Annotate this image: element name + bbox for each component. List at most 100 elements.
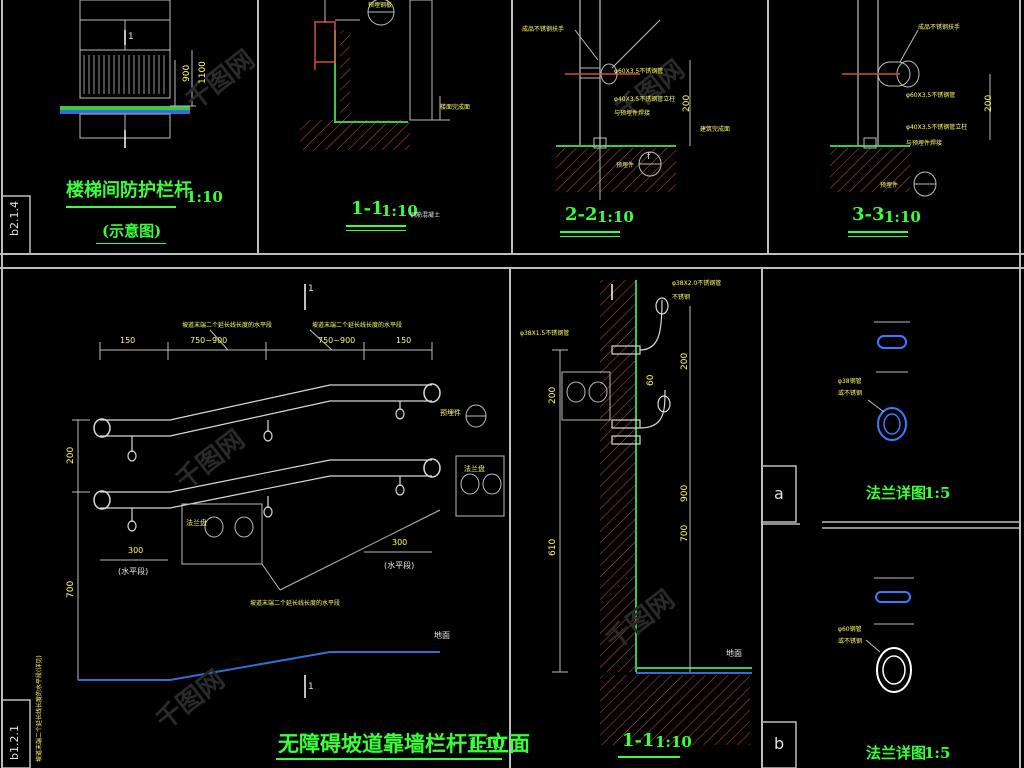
label-sec-note3: φ38X1.5不锈钢管 <box>520 330 570 337</box>
flange-divider <box>762 521 1020 529</box>
label-sec-note2: 不锈钢 <box>672 294 691 301</box>
dim-s22-200: 200 <box>682 94 692 112</box>
title-sec11-bottom-scale: 1:10 <box>655 733 692 751</box>
callout-a-box <box>761 465 797 523</box>
cut-mark-bottom: 1 <box>308 682 314 692</box>
title-sec33-scale: 1:10 <box>884 208 921 226</box>
sheet-code-top: b2.1.4 <box>8 201 21 236</box>
label-s11-note: 钢筋混凝土 <box>410 212 441 219</box>
callout-b-box <box>761 721 797 768</box>
title-underline <box>346 225 406 227</box>
title-underline <box>560 231 620 233</box>
title-underline <box>346 230 406 231</box>
label-s11-top-note: 预埋钢板 <box>368 2 393 9</box>
section-1-1-top-drawing <box>300 0 450 150</box>
title-stair-guard-scale: 1:10 <box>186 188 223 206</box>
cut-mark-s11: 1 <box>128 32 134 42</box>
title-underline <box>560 236 620 237</box>
label-s22-emb: 预埋件 <box>616 162 635 169</box>
dim-900: 900 <box>182 64 192 82</box>
label-ramp-note-b: 坡道末端二个延长线长度的水平段 <box>312 322 403 329</box>
label-flange-a-note2: 或不锈钢 <box>838 390 863 397</box>
flange-a-drawing <box>867 321 910 441</box>
dim-horiz-left: (水平段) <box>118 567 149 576</box>
title-underline <box>66 206 176 208</box>
label-s33-note2: φ40X3.5不锈钢管立柱 <box>906 124 968 131</box>
label-s22-floor: 建筑完成面 <box>700 126 731 133</box>
label-sec-note1: φ38X2.0不锈钢管 <box>672 280 722 287</box>
dim-200: 200 <box>66 446 76 464</box>
title-flange-b-scale: 1:5 <box>924 744 951 762</box>
section-2-2-drawing <box>556 0 691 200</box>
label-bottom-note: 坡道末端二个延长线长度的水平段(详见) <box>36 655 43 762</box>
title-sec11-bottom: 1-1 <box>622 730 655 751</box>
title-ramp-elevation: 无障碍坡道靠墙栏杆正立面 <box>278 731 530 756</box>
label-s22-note3: 与预埋件焊接 <box>614 110 651 117</box>
label-s33-top: 成品不锈钢扶手 <box>918 24 961 31</box>
label-s33-emb: 预埋件 <box>880 182 899 189</box>
title-underline <box>96 243 166 244</box>
title-flange-a-scale: 1:5 <box>924 484 951 502</box>
section-3-3-drawing <box>830 0 991 197</box>
dim-s33-200: 200 <box>984 94 994 112</box>
label-flange-a-note1: φ38钢管 <box>838 378 862 385</box>
label-flange-b-note1: φ60钢管 <box>838 626 862 633</box>
dim-sec-60: 60 <box>646 374 656 386</box>
label-floor: 地面 <box>434 631 450 640</box>
label-s22-note2: φ40X3.5不锈钢管立柱 <box>614 96 676 103</box>
cut-mark-top: 1 <box>308 284 314 294</box>
dim-750-900-a: 750~900 <box>190 336 228 345</box>
dim-sec-900: 900 <box>680 484 690 502</box>
title-underline <box>848 231 908 233</box>
dim-horiz-right: (水平段) <box>384 561 415 570</box>
label-ramp-note-a: 坡道末端二个延长线长度的水平段 <box>182 322 273 329</box>
title-sec22: 2-2 <box>565 204 598 225</box>
callout-f-label: f <box>647 152 651 162</box>
stair-guard-drawing <box>60 0 196 148</box>
title-sec11-top-scale: 1:10 <box>381 202 418 220</box>
title-underline <box>276 758 502 760</box>
label-flange: 法兰盘 <box>186 519 207 527</box>
title-stair-guard: 楼梯间防护栏杆 <box>66 180 192 201</box>
callout-b-label: b <box>774 734 785 753</box>
dim-750-900-b: 750~900 <box>318 336 356 345</box>
dim-300-left: 300 <box>128 546 144 555</box>
label-s22-top: 成品不锈钢扶手 <box>522 26 565 33</box>
label-flange-2: 法兰盘 <box>464 465 485 473</box>
label-bracket: 预埋件 <box>440 409 461 417</box>
sheet-code-bottom: b1.2.1 <box>8 725 21 760</box>
label-s33-note3: 与预埋件焊接 <box>906 140 943 147</box>
dim-1100: 1100 <box>198 61 208 84</box>
dim-sec-610: 610 <box>548 538 558 556</box>
dim-sec-200b: 200 <box>680 352 690 370</box>
title-flange-b: 法兰详图 <box>866 744 927 762</box>
sheet-code-box-top <box>1 195 31 255</box>
title-ramp-elevation-scale: 1:10 <box>468 734 505 752</box>
label-s22-note1: φ60X3.5不锈钢管 <box>614 68 664 75</box>
dim-300-right: 300 <box>392 538 408 547</box>
sheet-code-box-bottom <box>1 699 31 768</box>
title-underline <box>848 236 908 237</box>
label-ramp-note-bottom: 坡道末端二个延长线长度的水平段 <box>250 600 341 607</box>
title-stair-guard-sub: (示意图) <box>102 222 162 240</box>
title-sec22-scale: 1:10 <box>597 208 634 226</box>
dim-sec-200: 200 <box>548 386 558 404</box>
title-underline <box>618 756 680 758</box>
ramp-elevation-drawing <box>72 284 505 698</box>
label-s33-note1: φ60X3.5不锈钢管 <box>906 92 956 99</box>
label-s11-floor: 楼面完成面 <box>440 104 471 111</box>
title-sec11-top: 1-1 <box>351 198 384 219</box>
label-flange-b-note2: 或不锈钢 <box>838 638 863 645</box>
callout-a-label: a <box>774 484 784 503</box>
dim-150-left: 150 <box>120 336 136 345</box>
flange-b-drawing <box>865 577 914 693</box>
dim-700: 700 <box>66 580 76 598</box>
title-flange-a: 法兰详图 <box>866 484 927 502</box>
dim-sec-700: 700 <box>680 524 690 542</box>
label-floor-2: 地面 <box>726 649 742 658</box>
title-sec33: 3-3 <box>852 204 885 225</box>
section-1-1-bottom-drawing <box>552 280 752 745</box>
dim-150-right: 150 <box>396 336 412 345</box>
